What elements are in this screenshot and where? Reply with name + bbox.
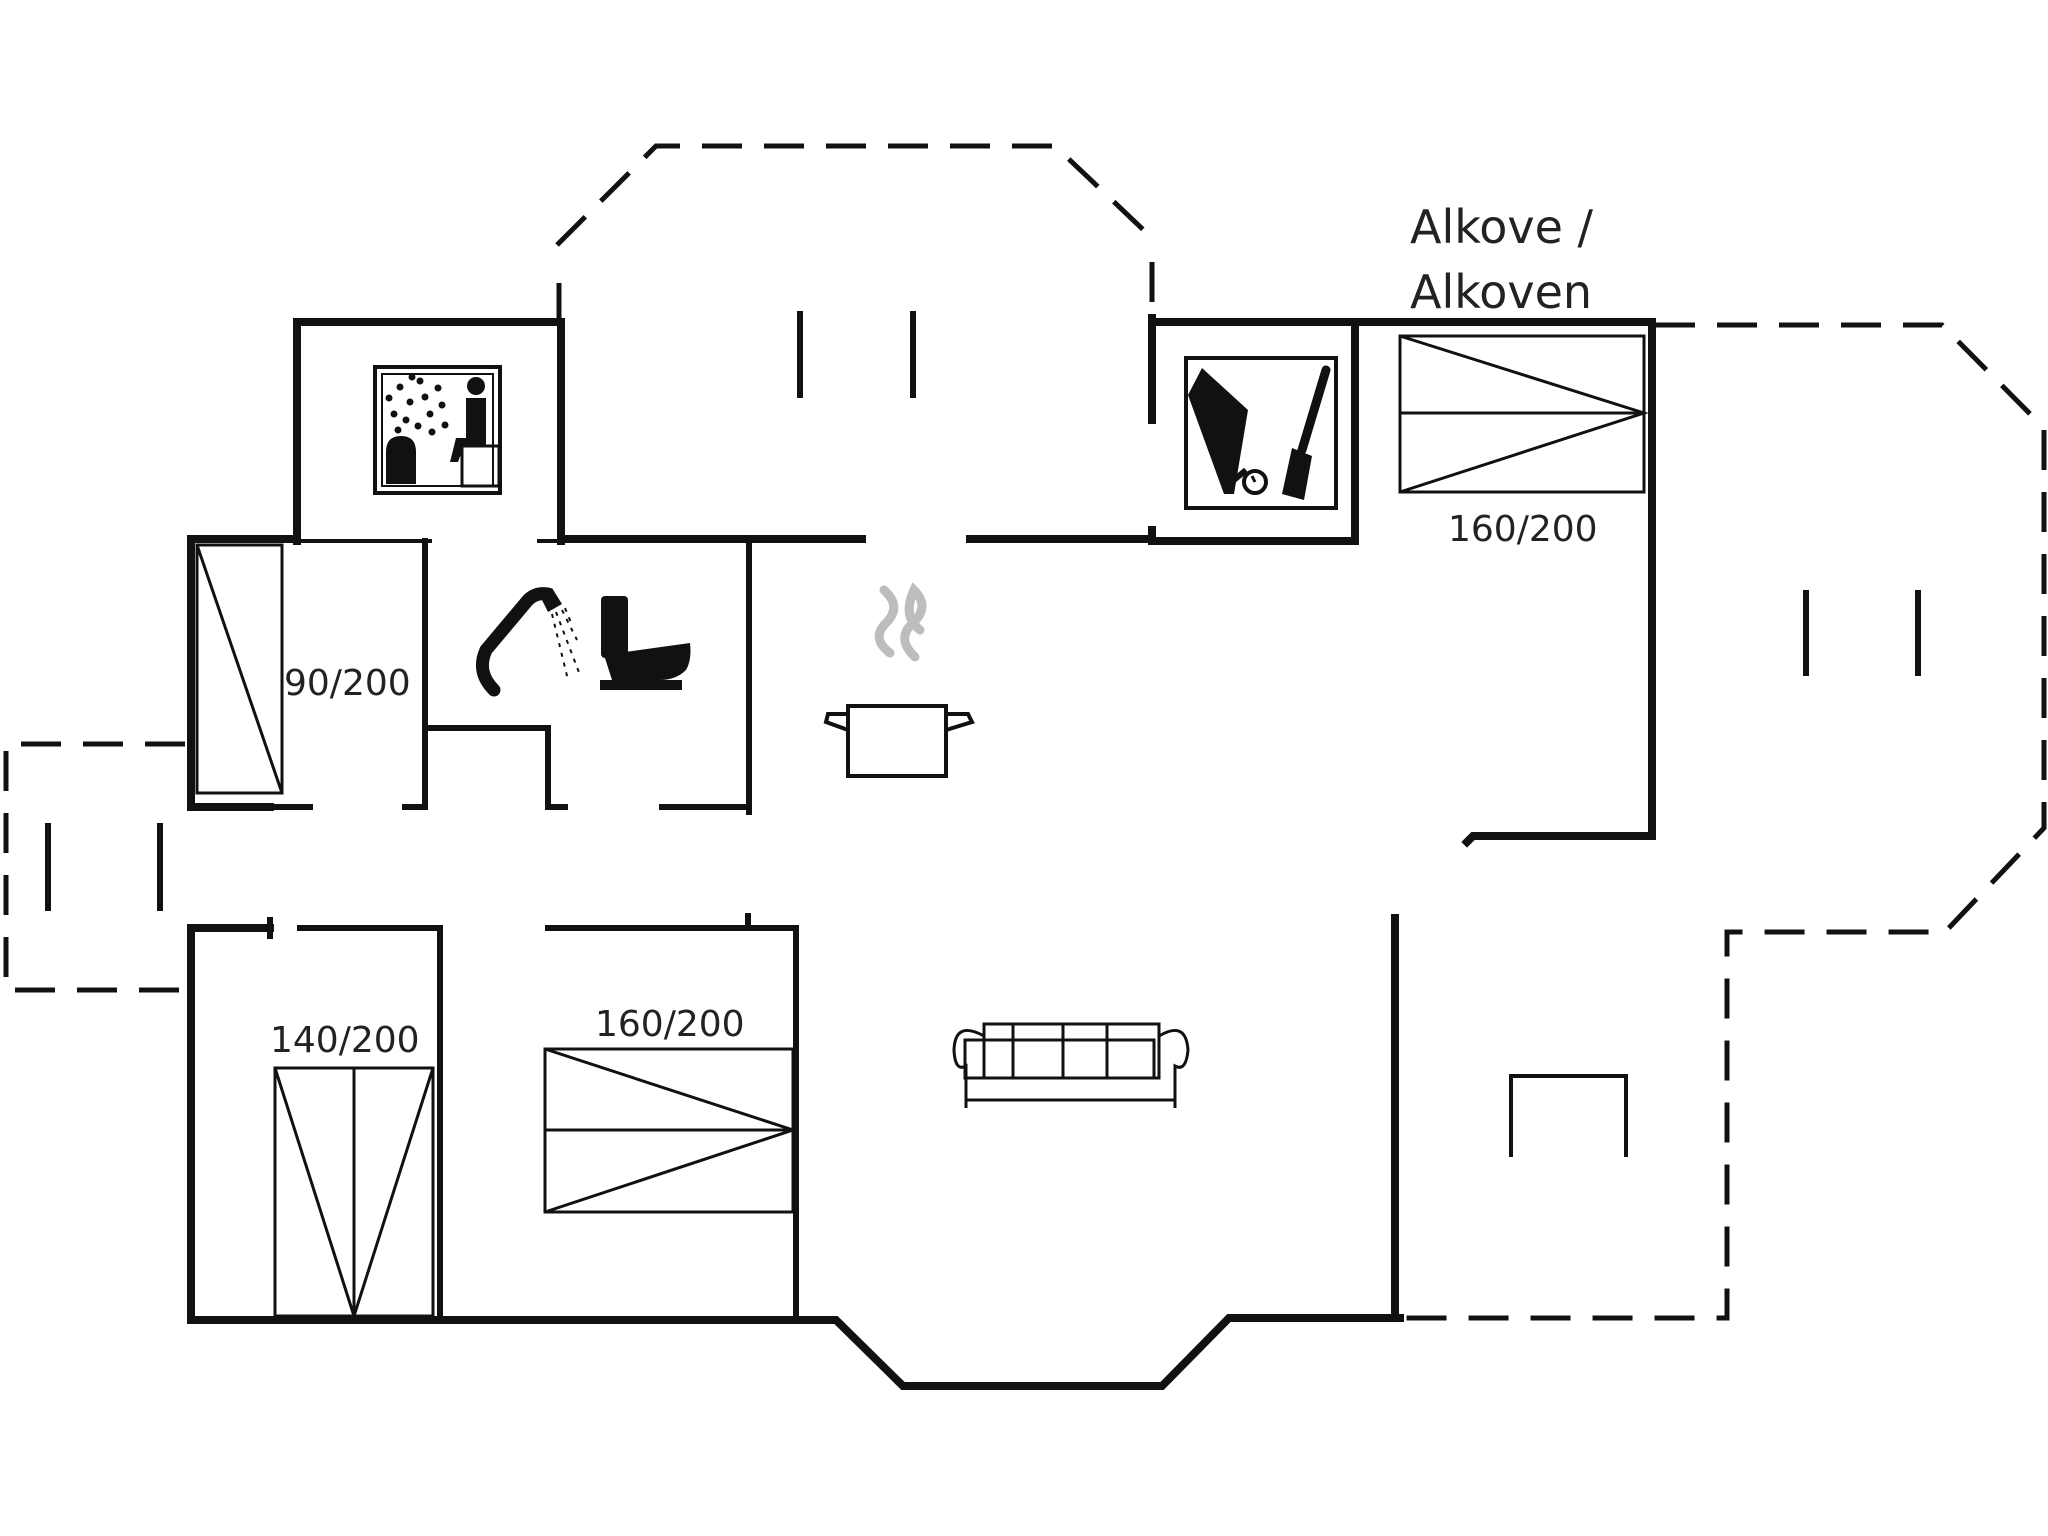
sauna-icon [373,365,502,495]
interior-walls [267,311,1921,1321]
walls [187,314,1656,1390]
bed-size-label-double-left: 140/200 [270,1020,420,1061]
bed-double-left [273,1066,435,1321]
bed-double-middle [543,1047,798,1214]
wheelbarrow-broom-icon [1184,356,1338,510]
left-terrace-outline [3,741,185,993]
sofa-icon [952,1022,1190,1108]
alkove-label-line1: Alkove / [1410,200,1594,254]
right-terrace-outline [1405,322,2047,1321]
bed-size-label-single: 90/200 [284,663,411,704]
cooking-pot-icon [823,582,975,778]
garden-table-icon [1509,1074,1628,1157]
top-bay-outline [555,143,1155,318]
bed-size-label-double-middle: 160/200 [595,1004,745,1045]
toilet-icon [600,596,691,690]
alkove-label-line2: Alkoven [1410,265,1592,319]
shower-icon [475,587,581,697]
bed-single [195,543,284,795]
bed-alkove [1398,334,1649,494]
bed-size-label-alkove: 160/200 [1448,509,1598,550]
